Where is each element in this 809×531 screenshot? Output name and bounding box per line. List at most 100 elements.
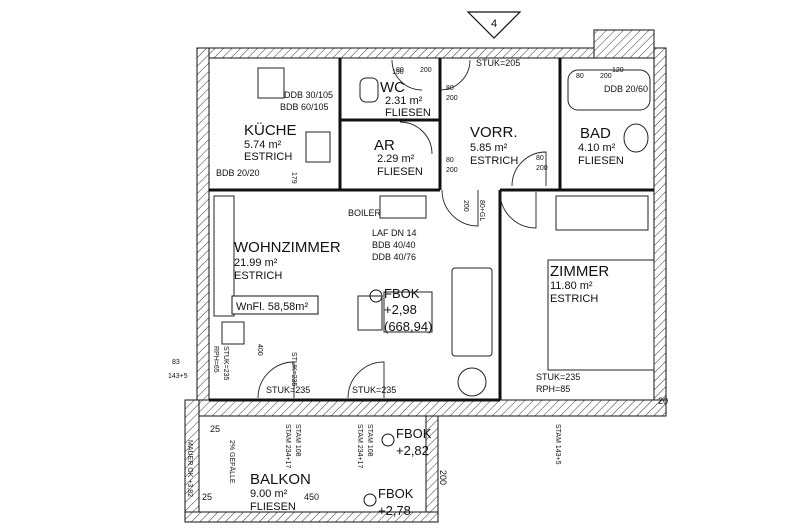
bed bbox=[547, 259, 655, 371]
note-stuk-rph: STUK=235 bbox=[222, 346, 229, 381]
dim-400: 400 bbox=[256, 344, 263, 356]
doors bbox=[257, 59, 547, 399]
level-marker-balkon-2: FBOK +2,78 bbox=[363, 486, 414, 518]
door-80-a: 80 bbox=[446, 85, 454, 92]
note-stuk-235-c: STUK=235 bbox=[290, 352, 297, 387]
level-balkon-2-label: FBOK bbox=[378, 486, 414, 501]
dim-83: 83 bbox=[172, 359, 180, 366]
dim-150: 150 bbox=[392, 69, 404, 76]
note-boiler: BOILER bbox=[348, 208, 382, 218]
north-marker-label: 4 bbox=[491, 18, 497, 30]
room-zimmer-area: 11.80 m² bbox=[550, 280, 593, 292]
note-stam-108-b: STAM 108 bbox=[366, 424, 373, 457]
room-zimmer-name: ZIMMER bbox=[550, 263, 609, 280]
level-balkon-1-label: FBOK bbox=[396, 426, 432, 441]
door-80-c: 80 bbox=[536, 155, 544, 162]
room-ar: AR 2.29 m² FLIESEN bbox=[374, 137, 423, 178]
door-200-a: 200 bbox=[446, 95, 458, 102]
room-vorr-name: VORR. bbox=[470, 124, 518, 141]
living-area-label: WnFl. 58,58m² bbox=[236, 301, 308, 313]
kitchen-sink bbox=[305, 131, 331, 163]
level-main-label: FBOK bbox=[384, 286, 420, 301]
room-kueche-name: KÜCHE bbox=[244, 121, 297, 139]
room-ar-name: AR bbox=[374, 137, 395, 154]
dim-179: 179 bbox=[290, 172, 297, 184]
side-table bbox=[457, 367, 487, 397]
note-stuk-zimmer: STUK=235 bbox=[536, 372, 580, 382]
level-balkon-1-value: +2,82 bbox=[396, 443, 429, 458]
note-ddb-bad: DDB 20/60 bbox=[604, 84, 648, 94]
dim-450: 450 bbox=[304, 492, 319, 502]
wc-toilet bbox=[359, 77, 379, 103]
note-stuk-235-a: STUK=235 bbox=[266, 385, 310, 395]
note-mauer: MAUER OK +3,82 bbox=[186, 440, 193, 497]
interior-walls bbox=[209, 58, 654, 402]
dim-25-a: 25 bbox=[210, 424, 220, 434]
level-marker-balkon-1: FBOK +2,82 bbox=[381, 426, 432, 458]
room-kueche: KÜCHE 5.74 m² ESTRICH bbox=[244, 121, 297, 163]
north-arrow: 4 bbox=[466, 11, 522, 39]
door-80-d: 80 bbox=[576, 73, 584, 80]
note-stuk-235-b: STUK=235 bbox=[352, 385, 396, 395]
door-200-c: 200 bbox=[536, 165, 548, 172]
stove bbox=[257, 67, 285, 99]
room-vorr-floor: ESTRICH bbox=[470, 155, 518, 167]
door-200-d: 200 bbox=[600, 73, 612, 80]
living-area-box: WnFl. 58,58m² bbox=[231, 295, 319, 315]
room-zimmer: ZIMMER 11.80 m² ESTRICH bbox=[550, 263, 609, 305]
note-stam-143: STAM 143+5 bbox=[554, 424, 561, 465]
wardrobe bbox=[555, 195, 649, 231]
room-wohnzimmer-name: WOHNZIMMER bbox=[234, 239, 341, 256]
dim-200: 200 bbox=[438, 470, 448, 485]
room-balkon: BALKON 9.00 m² FLIESEN bbox=[250, 471, 311, 513]
room-bad-area: 4.10 m² bbox=[578, 142, 616, 154]
level-main-value: +2,98 bbox=[384, 302, 417, 317]
level-balkon-2-value: +2,78 bbox=[378, 503, 411, 518]
door-80-gl: 80+GL bbox=[478, 200, 485, 221]
room-wc-name: WC bbox=[380, 79, 405, 96]
dim-25-b: 25 bbox=[202, 492, 212, 502]
level-marker-main: FBOK +2,98 (668,94) bbox=[369, 286, 432, 334]
note-bdb-40: BDB 40/40 bbox=[372, 240, 416, 250]
exterior-walls bbox=[184, 29, 667, 523]
sofa bbox=[451, 267, 493, 357]
boiler bbox=[379, 195, 427, 219]
room-vorr-area: 5.85 m² bbox=[470, 142, 508, 154]
room-bad-name: BAD bbox=[580, 125, 611, 142]
room-wc: WC 2.31 m² FLIESEN bbox=[380, 79, 431, 119]
kitchen-counter bbox=[213, 195, 235, 317]
note-bdb-20: BDB 20/20 bbox=[216, 168, 260, 178]
note-stam-234-a: STAM 234+17 bbox=[284, 424, 291, 469]
annotations: DDB 30/105 BDB 60/105 BDB 20/20 DDB 20/6… bbox=[168, 58, 668, 502]
note-rph-85: RPH=85 bbox=[536, 384, 570, 394]
note-stam-234-b: STAM 234+17 bbox=[356, 424, 363, 469]
note-bdb-kueche: BDB 60/105 bbox=[280, 102, 329, 112]
note-stuk-205: STUK=205 bbox=[476, 58, 520, 68]
room-bad-floor: FLIESEN bbox=[578, 155, 624, 167]
room-balkon-area: 9.00 m² bbox=[250, 488, 288, 500]
note-laf: LAF DN 14 bbox=[372, 228, 417, 238]
dim-143: 143+5 bbox=[168, 373, 188, 380]
fixtures bbox=[213, 67, 655, 397]
door-200-b: 200 bbox=[446, 167, 458, 174]
dim-20: 20 bbox=[658, 396, 668, 406]
bathtub bbox=[567, 69, 651, 111]
door-200-e: 200 bbox=[420, 67, 432, 74]
room-wohnzimmer: WOHNZIMMER 21.99 m² ESTRICH bbox=[234, 239, 341, 282]
room-balkon-name: BALKON bbox=[250, 471, 311, 488]
note-stam-108-a: STAM 108 bbox=[294, 424, 301, 457]
room-wohnzimmer-floor: ESTRICH bbox=[234, 270, 282, 282]
room-wc-floor: FLIESEN bbox=[385, 107, 431, 119]
note-rph-65: RPH=65 bbox=[212, 346, 219, 373]
room-ar-area: 2.29 m² bbox=[377, 153, 415, 165]
room-ar-floor: FLIESEN bbox=[377, 166, 423, 178]
door-80-b: 80 bbox=[446, 157, 454, 164]
coffee-table bbox=[383, 291, 433, 333]
room-zimmer-floor: ESTRICH bbox=[550, 293, 598, 305]
dim-120: 120 bbox=[612, 67, 624, 74]
door-200-gl: 200 bbox=[462, 200, 469, 212]
washbasin bbox=[623, 123, 649, 153]
note-gefaelle: 2% GEFÄLLE bbox=[228, 440, 236, 484]
room-bad: BAD 4.10 m² FLIESEN bbox=[578, 125, 624, 167]
